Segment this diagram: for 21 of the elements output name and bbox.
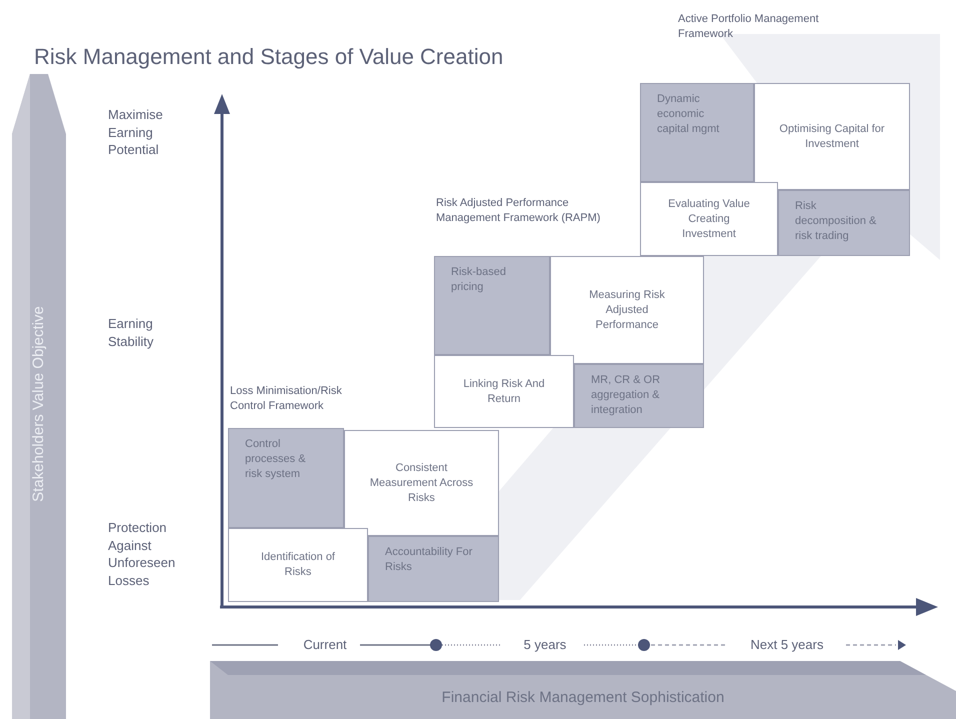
process-box: Optimising Capital for Investment <box>754 83 910 190</box>
diagram-title: Risk Management and Stages of Value Creation <box>34 43 504 71</box>
stage-heading: Earning Stability <box>108 315 155 350</box>
vertical-arrow-band: Stakeholders Value Objective <box>12 74 66 719</box>
shaded-box: Accountability For Risks <box>368 536 499 602</box>
stage-heading: Active Portfolio Management Framework <box>678 12 820 42</box>
horizontal-arrow-band: Financial Risk Management Sophistication <box>210 661 956 719</box>
process-box: Measuring Risk Adjusted Performance <box>550 256 704 364</box>
shaded-box: MR, CR & OR aggregation & integration <box>574 364 704 428</box>
shaded-box: Risk-based pricing <box>434 256 550 355</box>
process-box: Consistent Measurement Across Risks <box>344 430 499 536</box>
stage-heading: Protection Against Unforeseen Losses <box>108 519 176 590</box>
process-box: Linking Risk And Return <box>434 355 574 428</box>
stage-heading: Risk Adjusted Performance Management Framework (RAPM) <box>436 196 602 226</box>
process-box: Identification of Risks <box>228 528 368 602</box>
stage-heading: Loss Minimisation/Risk Control Framework <box>230 384 343 414</box>
process-box: Evaluating Value Creating Investment <box>640 182 778 256</box>
stage-heading: Maximise Earning Potential <box>108 106 164 159</box>
shaded-box: Control processes & risk system <box>228 428 344 528</box>
shaded-box: Dynamic economic capital mgmt <box>640 83 754 182</box>
shaded-box: Risk decomposition & risk trading <box>778 190 910 256</box>
